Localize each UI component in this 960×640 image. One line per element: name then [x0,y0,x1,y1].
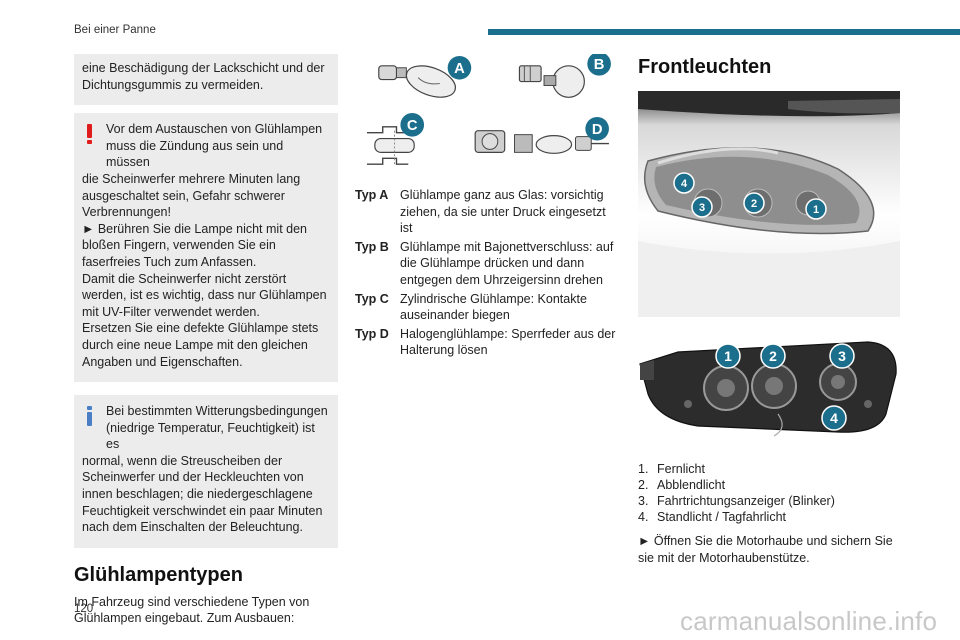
header-accent-bar [488,29,960,35]
type-label: Typ B [355,239,389,254]
bulb-types-illustration: A B C D [366,52,611,165]
unit-badge-4: 4 [821,405,847,431]
warning-text-line2: muss die Zündung aus sein und müssen [106,138,284,170]
photo-badge-3: 3 [691,196,713,218]
type-row: Typ C Zylindrische Glühlampe: Kontakte a… [355,291,617,324]
warning-text-rest3: Damit die Scheinwerfer nicht zerstört we… [82,271,327,319]
info-text-line2: (niedrige Temperatur, Feuchtigkeit) ist … [106,420,315,452]
unit-badge-3: 3 [829,343,855,369]
photo-badge-2-label: 2 [751,198,757,210]
right-column: Frontleuchten 4 3 2 [638,54,900,566]
bulb-c-illustration [366,126,415,165]
list-item: 3. Fahrtrichtungsanzeiger (Blinker) [638,493,900,509]
badge-a: A [447,55,472,80]
type-description: Glühlampe ganz aus Glas: vorsichtig zieh… [400,188,606,236]
list-text: Standlicht / Tagfahrlicht [657,510,787,524]
unit-badge-1: 1 [715,343,741,369]
bulb-d-illustration [474,130,609,154]
warning-text-line1: Vor dem Austauschen von Glühlampen [106,122,323,137]
badge-c-label: C [407,118,418,134]
list-text: Abblendlicht [657,478,726,492]
photo-badge-4-label: 4 [681,178,688,190]
type-label: Typ D [355,326,389,341]
type-row: Typ A Glühlampe ganz aus Glas: vorsichti… [355,187,617,237]
section-heading: Glühlampentypen [74,563,243,586]
badge-d: D [585,116,609,141]
type-row: Typ D Halogenglühlampe: Sperrfeder aus d… [355,326,617,359]
type-description: Halogenglühlampe: Sperrfeder aus der Hal… [400,326,616,358]
watermark-text: carmanualsonline.info [680,606,938,636]
list-item: 2. Abblendlicht [638,477,900,493]
unit-badge-4-label: 4 [830,410,838,426]
warning-box: Vor dem Austauschen von Glühlampen muss … [74,113,338,383]
headlamp-photo: 4 3 2 1 [638,91,900,317]
unit-badge-2-label: 2 [769,348,777,364]
page-number: 120 [74,603,94,615]
frontleuchten-heading: Frontleuchten [638,56,772,78]
photo-badge-4: 4 [673,172,695,194]
bulb-b-illustration [518,65,585,98]
info-icon [87,406,92,427]
continued-note-text: eine Beschädigung der Lackschicht und de… [82,61,325,92]
list-number: 4. [638,510,649,524]
info-text-rest: normal, wenn die Streuscheiben der Schei… [82,453,323,535]
type-description: Zylindrische Glühlampe: Kontakte auseina… [400,291,587,323]
badge-b: B [587,52,611,76]
list-number: 2. [638,478,649,492]
info-box: Bei bestimmten Witterungsbedingungen (ni… [74,395,338,548]
type-description: Glühlampe mit Bajonettverschluss: auf di… [400,239,614,287]
continued-note-box: eine Beschädigung der Lackschicht und de… [74,54,338,106]
list-item: 1. Fernlicht [638,461,900,477]
type-label: Typ A [355,188,389,202]
list-text: Fahrtrichtungsanzeiger (Blinker) [657,494,835,508]
photo-badge-3-label: 3 [699,202,705,214]
list-text: Fernlicht [657,462,705,476]
list-number: 1. [638,462,649,476]
instruction-step: ► Öffnen Sie die Motorhaube und sichern … [638,534,893,565]
left-column: eine Beschädigung der Lackschicht und de… [74,54,338,627]
badge-a-label: A [454,61,465,77]
headlamp-unit-illustration: 1 2 3 4 [639,341,897,437]
badge-d-label: D [592,122,603,138]
badge-b-label: B [594,57,605,73]
info-text-line1: Bei bestimmten Witterungsbedingungen [106,404,328,419]
warning-text-rest1: die Scheinwerfer mehrere Minuten lang au… [82,171,301,220]
running-header: Bei einer Panne [74,24,156,36]
photo-badge-1-label: 1 [813,204,819,216]
warning-text-rest2: ► Berühren Sie die Lampe nicht mit den b… [82,221,307,269]
middle-column: A B C D Typ A Glühlampe ganz aus Glas: v… [355,52,617,361]
unit-badge-2: 2 [760,343,786,369]
list-number: 3. [638,494,649,508]
badge-c: C [400,113,425,137]
unit-badge-3-label: 3 [838,348,846,364]
list-item: 4. Standlicht / Tagfahrlicht [638,509,900,525]
photo-badge-2: 2 [743,192,765,214]
section-body: Im Fahrzeug sind verschiedene Typen von … [74,594,310,626]
photo-badge-1: 1 [805,198,827,220]
lamp-legend-list: 1. Fernlicht 2. Abblendlicht 3. Fahrtrichtu… [638,461,900,525]
bulb-a-illustration [378,65,456,98]
warning-icon [87,124,92,145]
bulb-type-list: Typ A Glühlampe ganz aus Glas: vorsichti… [355,187,617,359]
type-row: Typ B Glühlampe mit Bajonettverschluss: … [355,239,617,289]
warning-text-rest4: Ersetzen Sie eine defekte Glühlampe stet… [82,321,319,369]
unit-badge-1-label: 1 [724,348,732,364]
type-label: Typ C [355,291,389,306]
